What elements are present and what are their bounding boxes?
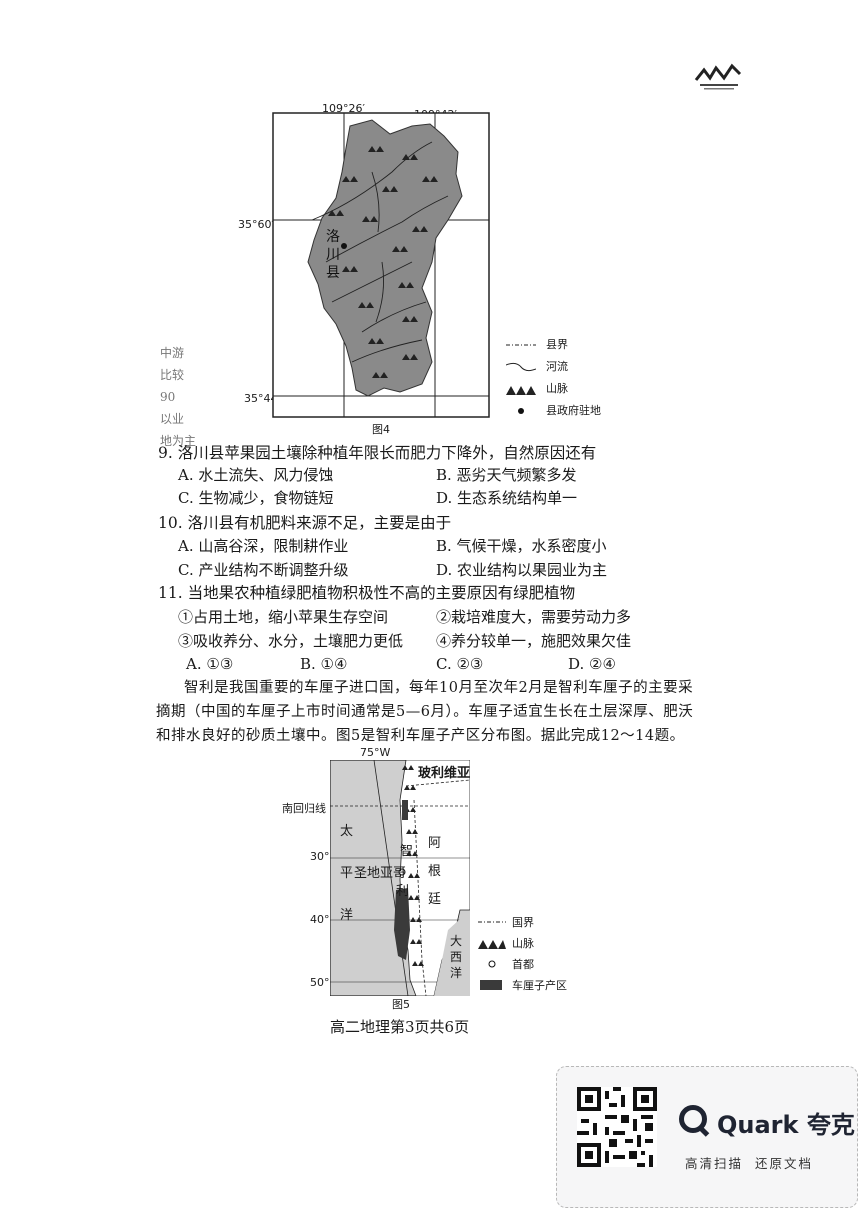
q11-statement-3: ③吸收养分、水分，土壤肥力更低	[178, 632, 404, 650]
question-11-stem: 11. 当地果农种植绿肥植物积极性不高的主要原因有绿肥植物	[158, 584, 576, 602]
legend-county-boundary: 县界	[546, 338, 568, 351]
map4-legend: 县界 河流 山脉 县政府驻地	[506, 334, 616, 422]
legend-county-seat: 县政府驻地	[546, 404, 601, 417]
map4-lon-left: 109°26′	[322, 102, 365, 115]
quark-scan-card[interactable]: Quark 夸克 高清扫描 还原文档	[556, 1066, 858, 1208]
cherry-region	[394, 888, 410, 960]
q11-option-c: C. ②③	[436, 655, 484, 673]
capital-icon	[488, 960, 496, 968]
q11-option-a: A. ①③	[186, 655, 234, 673]
map5-legend: 国界 山脉 首都 车厘子产区	[478, 912, 578, 996]
capital-icon	[398, 868, 406, 876]
map5-tropic-label: 南回归线	[282, 802, 326, 815]
q11-option-b: B. ①④	[300, 655, 348, 673]
q11-option-d: D. ②④	[568, 655, 616, 673]
label-chile-1: 智	[400, 844, 414, 859]
question-10-stem: 10. 洛川县有机肥料来源不足，主要是由于	[158, 514, 452, 532]
quark-tagline: 高清扫描 还原文档	[685, 1156, 813, 1171]
q9-option-b: B. 恶劣天气频繁多发	[436, 466, 577, 484]
q10-option-b: B. 气候干燥，水系密度小	[436, 537, 607, 555]
passage-line-1: 智利是我国重要的车厘子进口国，每年10月至次年2月是智利车厘子的主要采	[184, 680, 694, 696]
label-argentina-1: 阿	[428, 836, 442, 851]
question-9-stem: 9. 洛川县苹果园土壤除种植年限长而肥力下降外，自然原因还有	[158, 444, 597, 462]
label-atlantic-3: 洋	[450, 966, 463, 980]
q10-option-c: C. 产业结构不断调整升级	[178, 561, 349, 579]
map5-lat-40: 40°	[310, 913, 330, 926]
legend-mountain: 山脉	[546, 382, 568, 395]
q10-option-d: D. 农业结构以果园业为主	[436, 561, 608, 579]
label-pacific-2: 平	[340, 866, 354, 881]
county-area	[307, 119, 463, 397]
label-atlantic-1: 大	[450, 934, 463, 948]
legend-capital: 首都	[512, 958, 534, 971]
label-bolivia: 玻利维亚	[418, 766, 471, 781]
label-pacific-1: 太	[340, 824, 354, 839]
q11-statement-4: ④养分较单一，施肥效果欠佳	[436, 632, 632, 650]
q9-option-c: C. 生物减少，食物链短	[178, 489, 334, 507]
map5-lon-label: 75°W	[360, 746, 391, 759]
q11-statement-2: ②栽培难度大，需要劳动力多	[436, 608, 632, 626]
q9-option-d: D. 生态系统结构单一	[436, 489, 578, 507]
county-label: 洛川县	[326, 229, 340, 281]
map4-lat-top: 35°60′	[238, 218, 274, 231]
passage-line-3: 和排水良好的砂质土壤中。图5是智利车厘子产区分布图。据此完成12～14题。	[156, 728, 685, 744]
quark-logo-icon	[679, 1105, 713, 1139]
county-seat-dot	[341, 243, 347, 249]
map5-lat-30: 30°	[310, 850, 330, 863]
mountain-icon	[478, 940, 506, 949]
legend-river: 河流	[546, 360, 568, 373]
map4-caption: 图4	[372, 423, 390, 436]
label-pacific-3: 洋	[340, 908, 354, 923]
map5-lat-50: 50°	[310, 976, 330, 989]
map5	[330, 760, 470, 996]
margin-notes: 中游 比较 90 以业 地为主	[160, 346, 197, 448]
map4-lat-bottom: 35°44′	[244, 392, 280, 405]
q9-option-a: A. 水土流失、风力侵蚀	[178, 466, 334, 484]
q10-option-a: A. 山高谷深，限制耕作业	[178, 537, 349, 555]
quark-brand: Quark 夸克	[717, 1111, 855, 1139]
label-argentina-3: 廷	[428, 892, 442, 907]
label-santiago: 圣地亚哥	[354, 866, 407, 881]
legend-mountains: 山脉	[512, 937, 534, 950]
map4	[272, 112, 490, 418]
legend-cherry-area: 车厘子产区	[512, 979, 567, 992]
qr-code[interactable]	[577, 1087, 657, 1167]
q11-statement-1: ①占用土地，缩小苹果生存空间	[178, 608, 389, 626]
label-atlantic-2: 西	[450, 950, 463, 964]
map5-caption: 图5	[392, 998, 410, 1011]
publisher-logo	[694, 62, 744, 92]
passage-line-2: 摘期（中国的车厘子上市时间通常是5—6月）。车厘子适宜生长在土层深厚、肥沃	[156, 704, 694, 720]
label-argentina-2: 根	[428, 864, 442, 879]
legend-border: 国界	[512, 916, 534, 929]
page-footer: 高二地理第3页共6页	[330, 1018, 470, 1036]
mountain-icon	[506, 386, 536, 395]
label-chile-2: 利	[396, 884, 410, 899]
